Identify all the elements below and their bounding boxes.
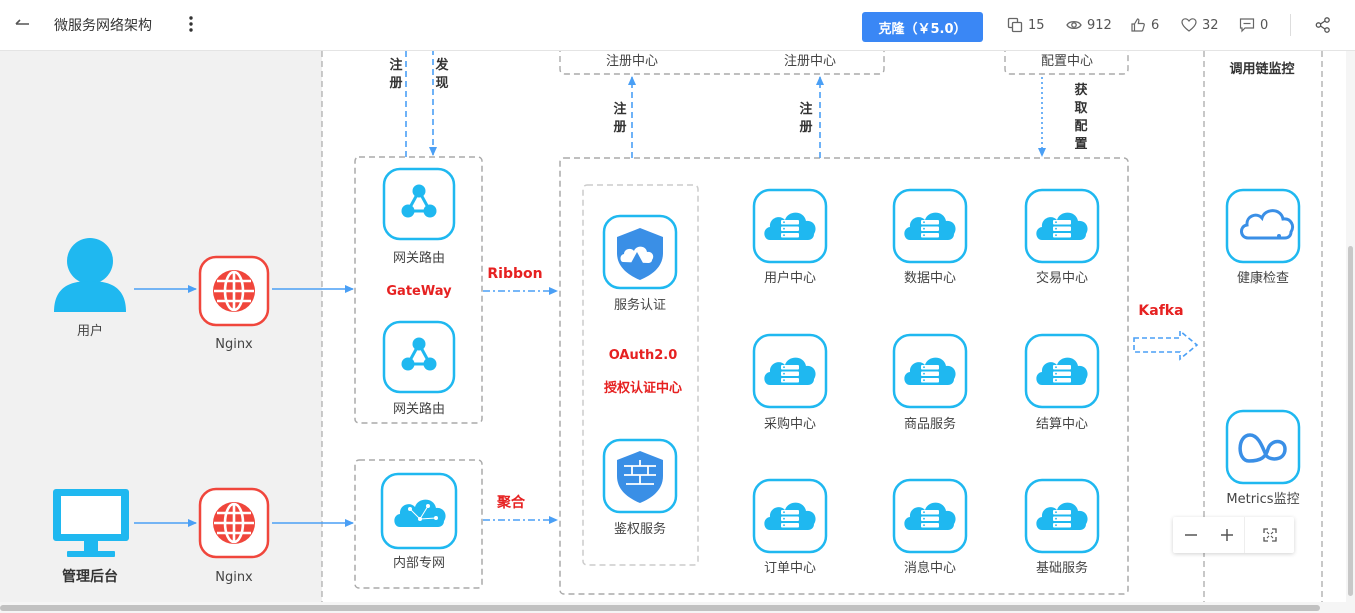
service-icon[interactable] — [1024, 333, 1100, 409]
authz-service-label: 鉴权服务 — [614, 521, 666, 537]
divider — [1290, 14, 1291, 36]
minus-icon — [1184, 534, 1197, 536]
nginx-label-2: Nginx — [215, 570, 253, 585]
gateway-icon[interactable] — [382, 320, 456, 394]
likes-count: 6 — [1151, 17, 1160, 33]
views-stat[interactable]: 912 — [1066, 17, 1112, 33]
kafka-arrow — [1133, 329, 1199, 361]
service-icon[interactable] — [752, 333, 828, 409]
config-center-label: 配置中心 — [1041, 54, 1093, 69]
copies-count: 15 — [1028, 17, 1045, 33]
kafka-label: Kafka — [1138, 303, 1183, 319]
comments-count: 0 — [1260, 17, 1269, 33]
gateway-label-1: 网关路由 — [393, 250, 445, 266]
firewall-shield-icon[interactable] — [602, 438, 678, 514]
metrics-monitor-label: Metrics监控 — [1226, 492, 1299, 507]
registry-box — [559, 51, 885, 75]
copies-stat[interactable]: 15 — [1007, 17, 1045, 33]
intranet-box — [354, 459, 483, 589]
scrollbar-thumb[interactable] — [1348, 246, 1353, 596]
nginx-icon[interactable] — [198, 255, 270, 327]
register-label-services: 注册 — [799, 101, 812, 135]
back-icon[interactable] — [12, 12, 32, 36]
clone-button[interactable]: 克隆（￥5.0） — [862, 12, 983, 42]
auth-service-label: 服务认证 — [614, 297, 666, 313]
user-icon[interactable] — [54, 238, 126, 312]
service-icon[interactable] — [1024, 478, 1100, 554]
vertical-scrollbar[interactable] — [1346, 51, 1355, 602]
gateway-label-2: 网关路由 — [393, 401, 445, 417]
intranet-cloud-icon[interactable] — [380, 472, 458, 550]
services-box — [559, 157, 1129, 595]
comments-stat[interactable]: 0 — [1239, 17, 1268, 33]
service-label: 数据中心 — [904, 271, 956, 286]
flow-arrows — [134, 51, 1046, 527]
service-label: 订单中心 — [764, 561, 816, 576]
top-bar: 微服务网络架构 克隆（￥5.0） 15 912 6 32 0 — [0, 0, 1355, 51]
health-check-label: 健康检查 — [1237, 270, 1289, 286]
zoom-out-button[interactable] — [1173, 517, 1209, 553]
ribbon-label: Ribbon — [487, 266, 542, 282]
likes-stat[interactable]: 6 — [1130, 17, 1159, 33]
service-icon[interactable] — [892, 188, 968, 264]
metrics-infinity-icon[interactable] — [1225, 409, 1301, 485]
service-icon[interactable] — [752, 188, 828, 264]
diagram-canvas[interactable]: 注册中心 注册中心 配置中心 用户 管理后台 Nginx Nginx 网关路由 … — [0, 51, 1355, 613]
favorites-count: 32 — [1202, 17, 1219, 33]
aggregate-label: 聚合 — [496, 494, 526, 511]
health-cloud-icon[interactable] — [1225, 188, 1301, 264]
horizontal-scrollbar[interactable] — [0, 602, 1355, 613]
gateway-name: GateWay — [386, 284, 452, 299]
favorites-stat[interactable]: 32 — [1181, 17, 1219, 33]
trace-monitor-label: 调用链监控 — [1229, 61, 1294, 77]
discover-label: 发现 — [434, 57, 449, 91]
monitor-icon[interactable] — [53, 489, 129, 557]
nginx-label-1: Nginx — [215, 337, 253, 352]
get-config-label: 获取配置 — [1074, 82, 1088, 152]
share-icon[interactable] — [1314, 16, 1332, 34]
heart-icon — [1181, 18, 1197, 32]
page-title: 微服务网络架构 — [54, 18, 152, 34]
plus-icon — [1220, 529, 1233, 541]
service-icon[interactable] — [1024, 188, 1100, 264]
zoom-in-button[interactable] — [1209, 517, 1245, 553]
admin-label: 管理后台 — [62, 568, 118, 585]
auth-shield-icon[interactable] — [602, 214, 678, 290]
oauth-label: OAuth2.0 — [609, 348, 678, 363]
register-label-gateway: 注册 — [389, 57, 402, 91]
architecture-diagram: 注册中心 注册中心 配置中心 用户 管理后台 Nginx Nginx 网关路由 … — [53, 51, 1323, 613]
register-label-auth: 注册 — [613, 101, 626, 135]
eye-icon — [1066, 20, 1082, 30]
service-label: 采购中心 — [764, 416, 816, 432]
zoom-controls — [1173, 517, 1294, 553]
fullscreen-icon — [1263, 528, 1277, 542]
intranet-label: 内部专网 — [393, 555, 445, 571]
copy-icon — [1007, 17, 1023, 33]
service-icon[interactable] — [892, 478, 968, 554]
auth-box — [582, 184, 699, 566]
service-icon[interactable] — [752, 478, 828, 554]
service-label: 用户中心 — [764, 270, 816, 286]
service-label: 商品服务 — [904, 416, 956, 432]
scrollbar-thumb[interactable] — [0, 605, 1320, 611]
thumbs-up-icon — [1131, 18, 1145, 32]
service-label: 结算中心 — [1036, 417, 1088, 432]
service-label: 交易中心 — [1036, 270, 1088, 286]
auth-center-label: 授权认证中心 — [604, 380, 682, 396]
views-count: 912 — [1087, 17, 1112, 33]
config-box — [1004, 51, 1129, 75]
gateway-icon[interactable] — [382, 167, 456, 241]
fit-screen-button[interactable] — [1244, 517, 1294, 553]
comment-icon — [1239, 18, 1255, 33]
gateway-box — [354, 156, 483, 424]
service-label: 基础服务 — [1036, 560, 1088, 576]
user-label: 用户 — [77, 323, 103, 339]
service-label: 消息中心 — [904, 560, 956, 576]
registry-label-1: 注册中心 — [606, 54, 658, 69]
registry-label-2: 注册中心 — [784, 54, 836, 69]
service-icon[interactable] — [892, 333, 968, 409]
more-vertical-icon[interactable] — [184, 12, 198, 36]
nginx-icon[interactable] — [198, 487, 270, 559]
